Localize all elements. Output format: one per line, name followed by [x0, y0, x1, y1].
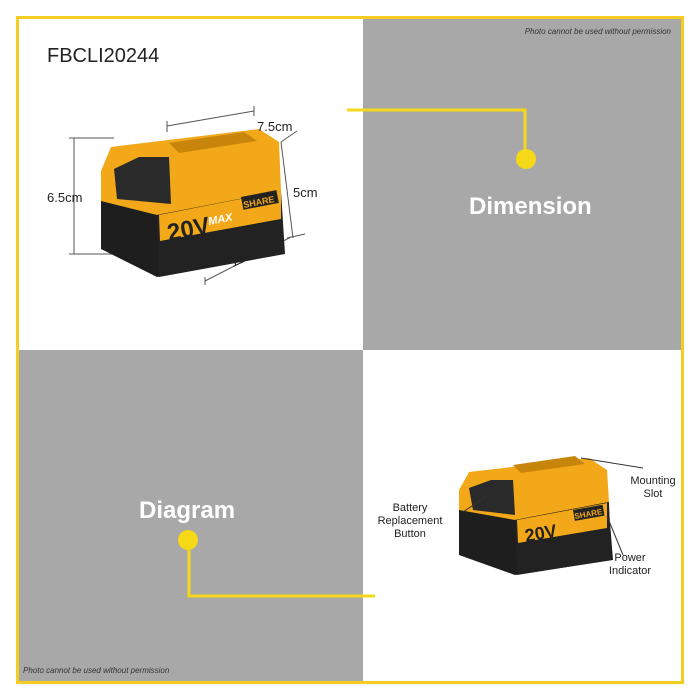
- width-dimension: 7.5cm: [257, 119, 293, 134]
- connector-lines: [178, 108, 536, 598]
- diagram-title-panel: [19, 350, 363, 681]
- replacement-button-label: Battery Replacement Button: [377, 502, 443, 540]
- callout-lines: [462, 457, 644, 556]
- dimension-connector: [347, 108, 527, 159]
- depth-dimension: 5cm: [293, 185, 318, 200]
- battery-diagram-image: 20V SHARE: [459, 456, 644, 575]
- diagram-dot: [178, 530, 198, 550]
- dimension-dot: [516, 149, 536, 169]
- max-label: MAX: [207, 211, 234, 228]
- product-card: FBCLI20244 Photo cannot be used without …: [16, 16, 684, 684]
- dimension-title-panel: [363, 19, 681, 350]
- copyright-notice-bottom: Photo cannot be used without permission: [23, 666, 170, 675]
- battery-illustration-small: 20V SHARE: [459, 456, 613, 575]
- mounting-slot-label: Mounting Slot: [630, 475, 676, 500]
- copyright-notice-top: Photo cannot be used without permission: [524, 27, 671, 36]
- power-indicator-label: Power Indicator: [608, 552, 652, 577]
- battery-dimension-image: 20V MAX SHARE: [69, 106, 306, 285]
- product-code: FBCLI20244: [47, 45, 160, 67]
- dimension-heading: Dimension: [469, 193, 592, 220]
- height-dimension: 6.5cm: [47, 190, 83, 205]
- diagram-heading: Diagram: [139, 497, 236, 524]
- battery-illustration: 20V MAX SHARE: [101, 129, 285, 277]
- diagram-connector: [187, 539, 375, 598]
- dimension-guides: [69, 106, 306, 285]
